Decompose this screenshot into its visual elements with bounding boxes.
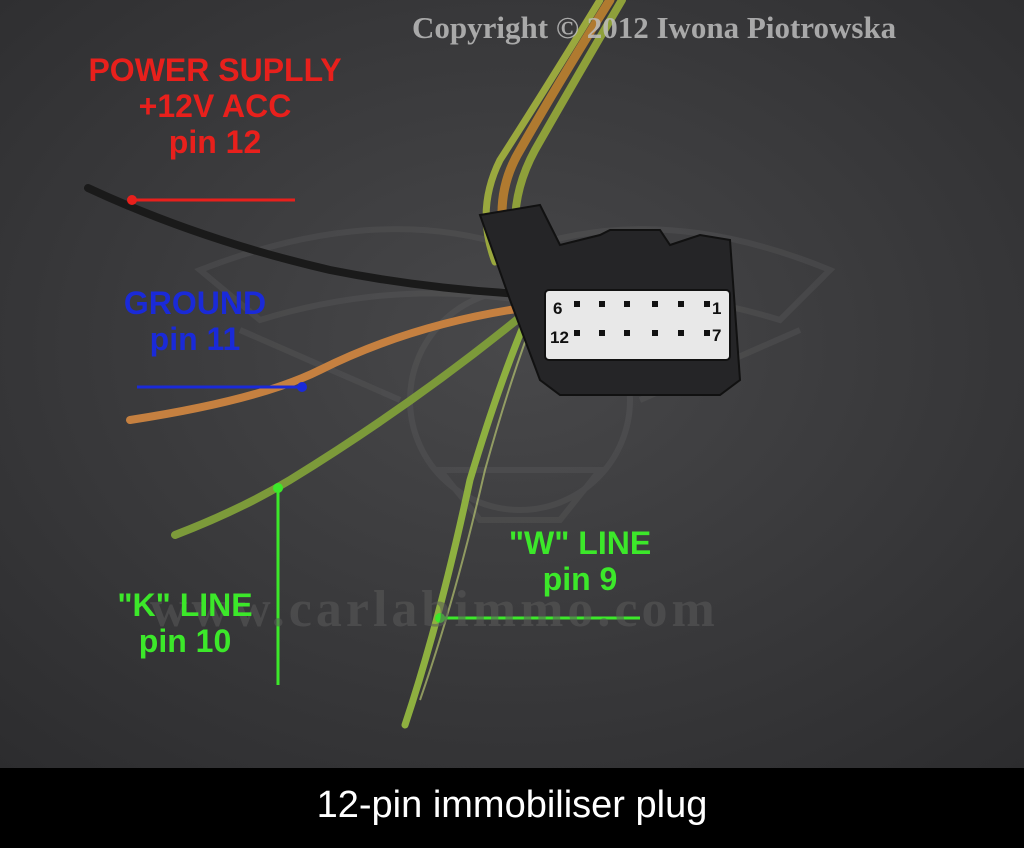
- label-w-line1: "W" LINE: [508, 525, 652, 561]
- caption-bar: [0, 768, 1024, 848]
- label-k-line: "K" LINE pin 10: [85, 587, 285, 659]
- connector-plug: [478, 203, 742, 396]
- label-k-line2: pin 10: [138, 623, 232, 659]
- pin-number-12: 12: [550, 328, 569, 347]
- background: [0, 0, 1024, 768]
- wire-w-line: [401, 306, 534, 729]
- label-power-supply: POWER SUPLLY +12V ACC pin 12: [60, 52, 370, 160]
- pin-number-7: 7: [712, 326, 722, 345]
- pin-number-6: 6: [553, 299, 563, 318]
- label-k-line1: "K" LINE: [117, 587, 253, 623]
- label-ground: GROUND pin 11: [100, 285, 290, 357]
- label-power-line2: +12V ACC: [138, 88, 292, 124]
- pin-holes: [574, 301, 710, 336]
- label-power-line1: POWER SUPLLY: [88, 52, 342, 88]
- pin-number-1: 1: [712, 299, 722, 318]
- wire-k-line: [171, 301, 539, 539]
- figure-caption: 12-pin immobiliser plug: [316, 784, 708, 826]
- wire-power-black: [84, 184, 544, 299]
- label-w-line2: pin 9: [542, 561, 618, 597]
- copyright-text: Copyright © 2012 Iwona Piotrowska: [412, 10, 897, 45]
- label-ground-line1: GROUND: [123, 285, 267, 321]
- connector-face: [544, 289, 731, 361]
- watermark-url: www.carlabimmo.com: [150, 581, 719, 638]
- label-power-line3: pin 12: [168, 124, 262, 160]
- label-ground-line2: pin 11: [149, 321, 241, 357]
- wire-ground-orange: [126, 301, 549, 424]
- connector-photo: www.carlabimmo.com Copyright © 2012 Iwon…: [0, 0, 1024, 768]
- photo-scene: [0, 0, 1024, 768]
- label-w-line: "W" LINE pin 9: [485, 525, 675, 597]
